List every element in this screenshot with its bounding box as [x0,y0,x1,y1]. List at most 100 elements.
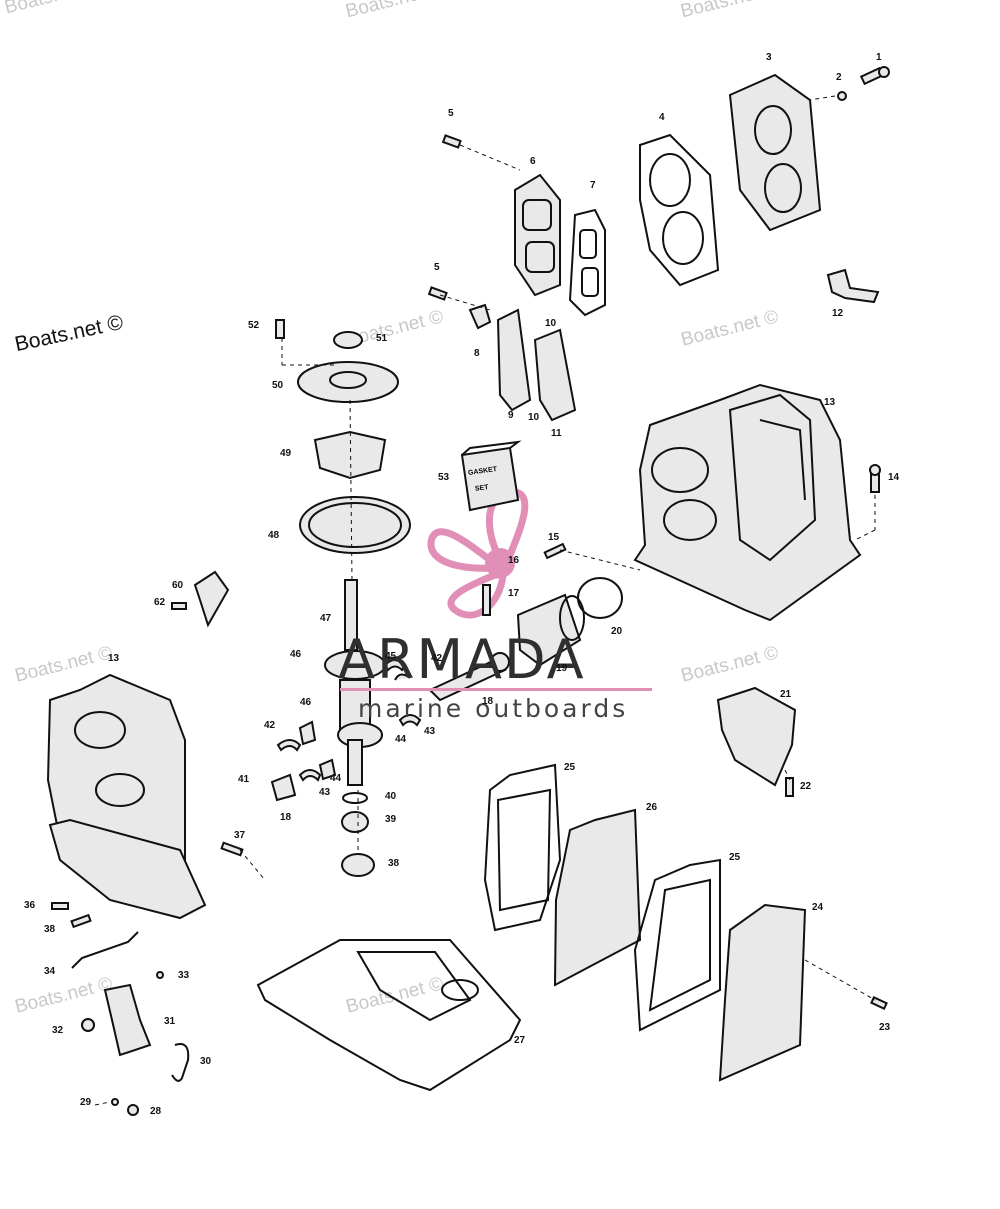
bearing-half [394,673,411,681]
part-number-label: 13 [108,653,120,664]
part-number-label: 53 [438,472,450,483]
retaining-ring [342,792,368,804]
crankshaft [324,579,386,786]
part-number-label: 23 [879,1022,891,1033]
part-number-label: 52 [248,320,260,331]
part-number-label: 44 [395,734,407,745]
screw [156,971,164,979]
bearing-half [298,769,322,782]
part-number-label: 8 [474,348,480,359]
part-number-label: 28 [150,1106,162,1117]
part-number-label: 3 [766,52,772,63]
screw [171,602,187,610]
part-number-label: 38 [44,924,56,935]
spring [171,1043,190,1082]
exhaust-housing [716,686,797,787]
part-number-label: 10 [545,318,557,329]
reed-gasket-opening [579,229,597,259]
upper-bearing-housing [297,361,399,403]
part-number-label: 26 [646,802,658,813]
reed-valve [496,308,532,412]
part-number-label: 39 [385,814,397,825]
part-number-label: 25 [564,762,576,773]
stud [220,841,244,857]
fitting [826,268,880,304]
brand-divider [340,688,652,691]
screw [275,319,285,339]
part-number-label: 4 [659,112,665,123]
gasket-opening [648,878,711,1012]
bearing [341,811,369,833]
reed-gasket-opening [581,267,599,297]
reed-valve-gasket [533,328,577,422]
seal [341,853,375,877]
part-number-label: 5 [448,108,454,119]
crankcase [46,673,207,920]
part-number-label: 30 [200,1056,212,1067]
part-number-label: 1 [876,52,882,63]
part-number-label: 7 [590,180,596,191]
part-number-label: 43 [424,726,436,737]
part-number-label: 31 [164,1016,176,1027]
part-number-label: 44 [330,773,342,784]
part-number-label: 19 [556,663,568,674]
part-number-label: 2 [836,72,842,83]
piston-ring [577,577,623,619]
part-number-label: 10 [528,412,540,423]
part-number-label: 27 [514,1035,526,1046]
bushing [81,1018,95,1032]
screw [785,777,794,797]
part-number-label: 33 [178,970,190,981]
reed-plate [514,173,561,297]
part-number-label: 60 [172,580,184,591]
reed-stop [468,303,492,330]
brand-tagline: marine outboards [358,694,629,723]
cover-plate [553,808,642,987]
exhaust-cover [718,903,807,1082]
part-number-label: 38 [388,858,400,869]
head-screw [859,66,890,86]
part-number-label: 24 [812,902,824,913]
part-number-label: 37 [234,830,246,841]
part-number-label: 51 [376,333,388,344]
part-number-label: 45 [385,651,397,662]
screw [441,134,462,149]
part-number-label: 46 [290,649,302,660]
part-number-label: 32 [52,1025,64,1036]
screw [70,913,92,929]
throttle-cam [103,983,152,1057]
part-number-label: 22 [800,781,812,792]
part-number-label: 6 [530,156,536,167]
bearing-half [398,714,422,727]
brand-name: ARMADA [338,628,586,691]
part-number-label: 17 [508,588,520,599]
base-gasket [256,939,522,1092]
cylinder-head [728,73,822,232]
part-number-label: 14 [888,472,900,483]
bearing-cage [298,720,317,746]
pin [543,542,567,560]
part-number-label: 18 [482,696,494,707]
part-number-label: 43 [319,787,331,798]
seal [333,331,363,349]
cylinder-block [633,383,862,622]
washer [111,1098,119,1106]
screw [51,902,69,910]
head-gasket [639,133,720,287]
part-number-label: 40 [385,791,397,802]
part-number-label: 12 [832,308,844,319]
part-number-label: 49 [280,448,292,459]
part-number-label: 50 [272,380,284,391]
o-ring [299,496,411,554]
gasket [633,858,721,1032]
gasket-opening [496,788,552,912]
reed-gasket [568,208,606,317]
gasket [313,430,387,480]
washer [837,91,847,101]
part-number-label: 21 [780,689,792,700]
part-number-label: 42 [431,653,443,664]
rod-cap [270,773,297,802]
nut [127,1104,139,1116]
